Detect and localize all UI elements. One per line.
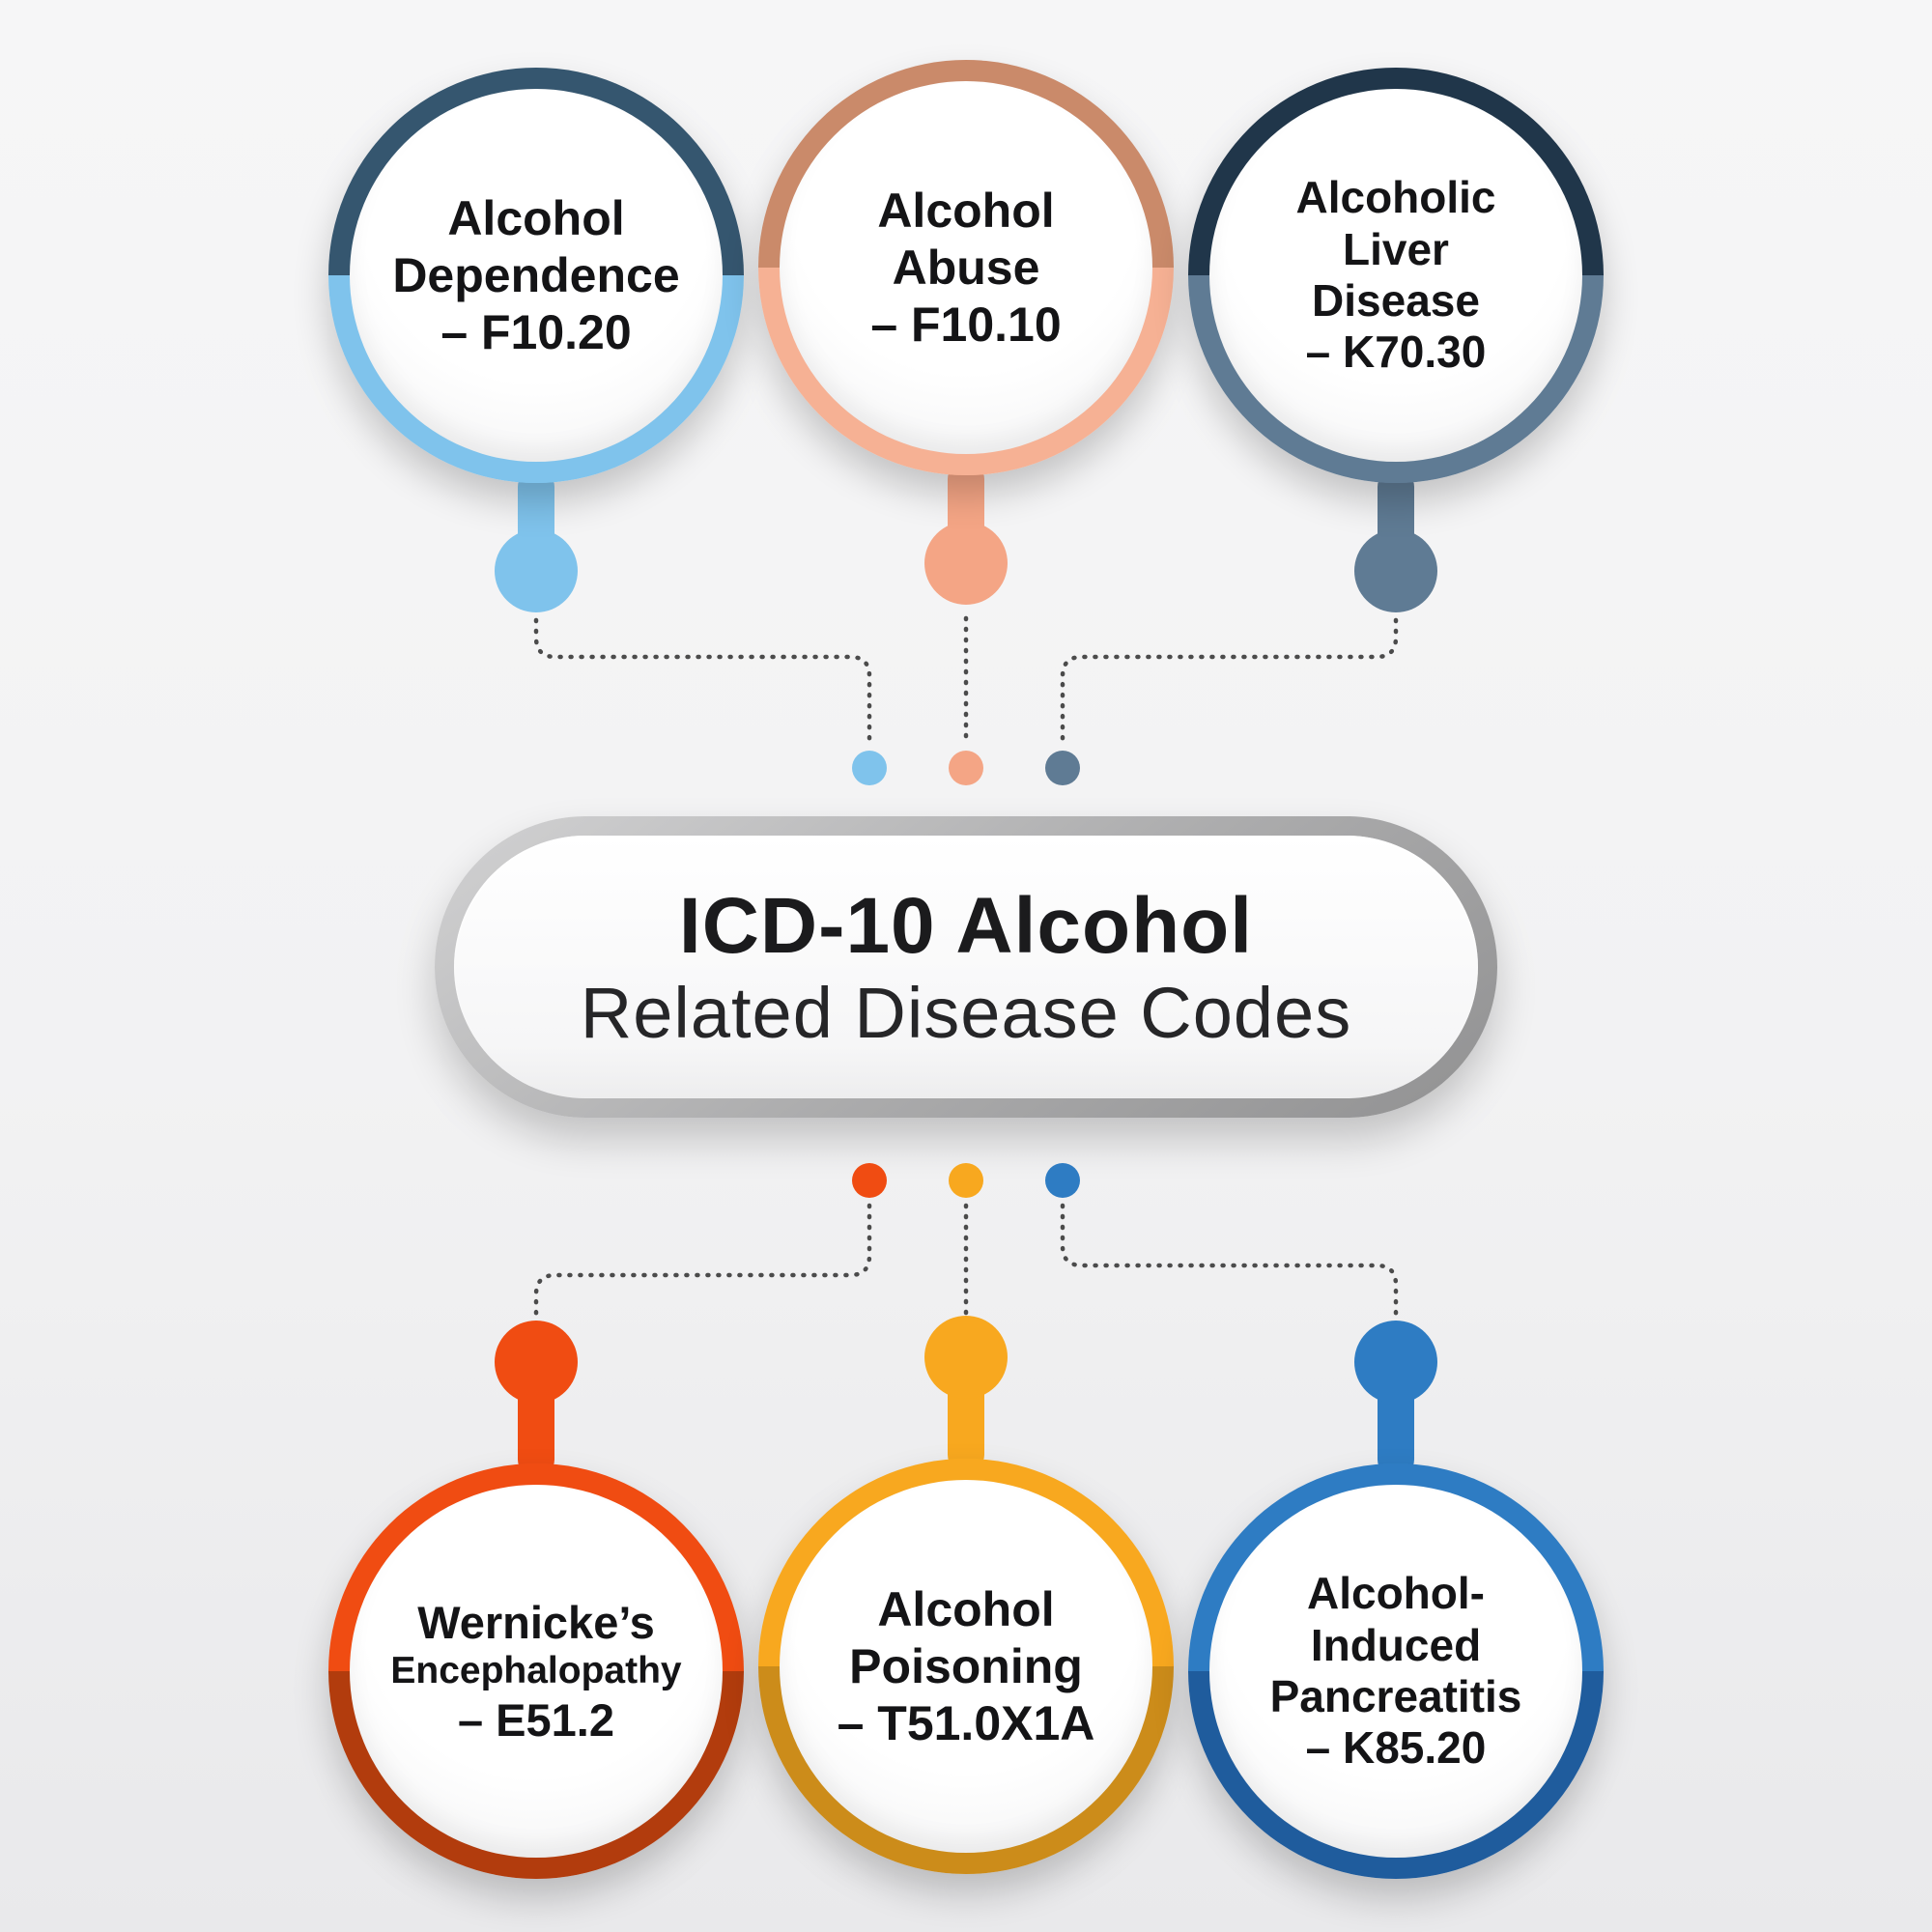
- node-circle: Alcoholic Liver Disease – K70.30: [1209, 89, 1582, 462]
- node-alcoholic-liver-disease: Alcoholic Liver Disease – K70.30: [1188, 68, 1604, 612]
- node-line: Alcohol: [877, 183, 1055, 238]
- dot-alcohol-poisoning: [949, 1163, 983, 1198]
- node-ring: Wernicke’s Encephalopathy – E51.2: [328, 1463, 744, 1879]
- dot-wernickes-encephalopathy: [852, 1163, 887, 1198]
- node-line: Alcohol: [447, 190, 625, 245]
- node-ring: Alcohol- Induced Pancreatitis – K85.20: [1188, 1463, 1604, 1879]
- node-line: – F10.10: [870, 297, 1062, 352]
- center-pill-face: ICD-10 Alcohol Related Disease Codes: [454, 836, 1478, 1098]
- node-line: – F10.20: [440, 304, 632, 359]
- dot-alcoholic-liver-disease: [1045, 751, 1080, 785]
- node-line: Induced: [1310, 1619, 1482, 1670]
- node-line: Pancreatitis: [1269, 1671, 1522, 1721]
- node-knob: [924, 522, 1008, 605]
- pill-title-line2: Related Disease Codes: [580, 972, 1352, 1053]
- node-ring: Alcohol Abuse – F10.10: [758, 60, 1174, 475]
- node-knob: [1354, 529, 1437, 612]
- node-wernickes-encephalopathy: Wernicke’s Encephalopathy – E51.2: [328, 1321, 744, 1879]
- dot-alcohol-abuse: [949, 751, 983, 785]
- connector-bottom-right: [1060, 1203, 1399, 1319]
- node-line: Alcohol: [877, 1581, 1055, 1636]
- connector-bottom-left: [533, 1203, 872, 1319]
- node-line: – K70.30: [1305, 327, 1487, 378]
- node-alcohol-poisoning: Alcohol Poisoning – T51.0X1A: [758, 1316, 1174, 1874]
- node-alcohol-abuse: Alcohol Abuse – F10.10: [758, 60, 1174, 605]
- pill-title-line1: ICD-10 Alcohol: [678, 881, 1254, 970]
- node-circle: Alcohol Abuse – F10.10: [780, 81, 1152, 454]
- connector-top-right: [1060, 617, 1399, 747]
- node-circle: Wernicke’s Encephalopathy – E51.2: [350, 1485, 723, 1858]
- center-pill: ICD-10 Alcohol Related Disease Codes: [435, 816, 1497, 1118]
- node-alcohol-induced-pancreatitis: Alcohol- Induced Pancreatitis – K85.20: [1188, 1321, 1604, 1879]
- node-knob: [1354, 1321, 1437, 1404]
- node-line: Alcoholic: [1295, 172, 1496, 223]
- node-knob: [924, 1316, 1008, 1399]
- dot-alcohol-induced-pancreatitis: [1045, 1163, 1080, 1198]
- node-line: – K85.20: [1305, 1722, 1487, 1774]
- node-alcohol-dependence: Alcohol Dependence – F10.20: [328, 68, 744, 612]
- node-line: Dependence: [392, 247, 680, 302]
- node-knob: [495, 1321, 578, 1404]
- node-knob: [495, 529, 578, 612]
- node-line: Poisoning: [849, 1638, 1083, 1693]
- node-line: Liver: [1343, 223, 1449, 274]
- connector-top-left: [533, 617, 872, 747]
- node-line: Wernicke’s: [417, 1596, 655, 1648]
- node-circle: Alcohol- Induced Pancreatitis – K85.20: [1209, 1485, 1582, 1858]
- node-line: Disease: [1312, 275, 1480, 326]
- node-ring: Alcoholic Liver Disease – K70.30: [1188, 68, 1604, 483]
- dot-alcohol-dependence: [852, 751, 887, 785]
- node-line: Encephalopathy: [390, 1649, 682, 1691]
- node-ring: Alcohol Poisoning – T51.0X1A: [758, 1459, 1174, 1874]
- node-line: – E51.2: [457, 1694, 615, 1746]
- node-line: – T51.0X1A: [837, 1695, 1095, 1750]
- node-ring: Alcohol Dependence – F10.20: [328, 68, 744, 483]
- node-circle: Alcohol Dependence – F10.20: [350, 89, 723, 462]
- node-line: Alcohol-: [1307, 1568, 1485, 1619]
- node-line: Abuse: [892, 240, 1040, 295]
- node-circle: Alcohol Poisoning – T51.0X1A: [780, 1480, 1152, 1853]
